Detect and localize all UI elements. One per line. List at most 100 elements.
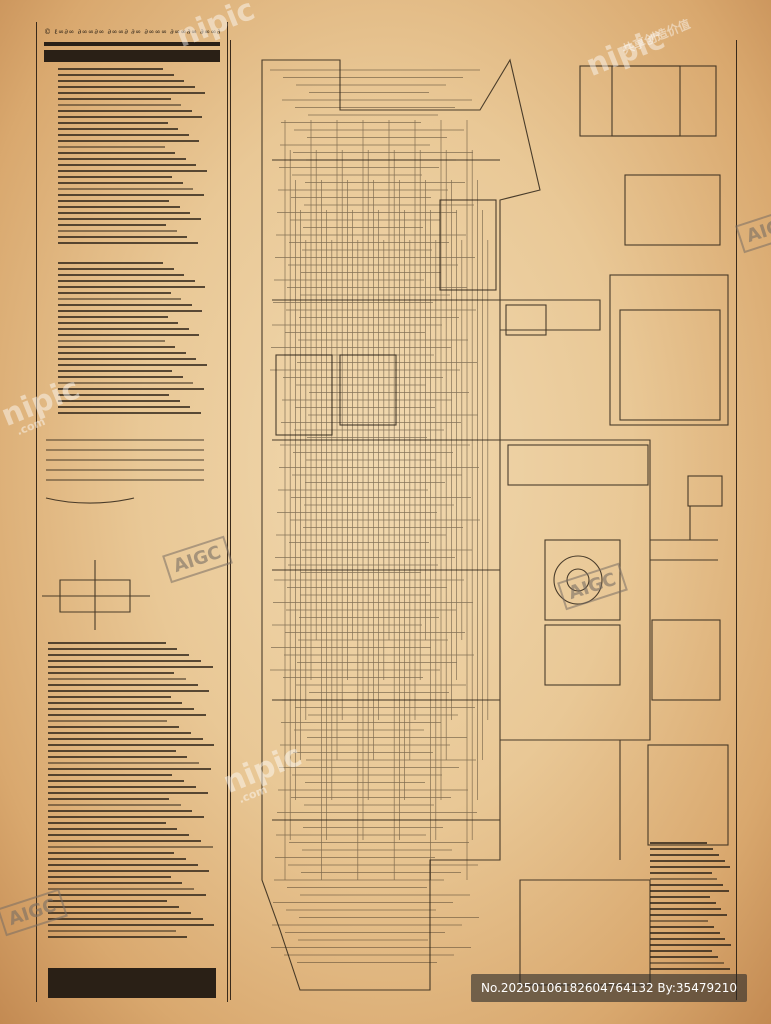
text-line (58, 274, 184, 276)
text-line (48, 810, 193, 812)
left-column-border (36, 22, 228, 1002)
text-line (650, 908, 722, 910)
text-line (48, 858, 186, 860)
text-line (58, 110, 192, 112)
text-line (58, 86, 195, 88)
text-line (48, 780, 185, 782)
text-line (650, 902, 716, 904)
text-line (650, 962, 724, 964)
text-line (48, 936, 188, 938)
text-line (58, 382, 193, 384)
text-line (58, 412, 201, 414)
text-line (58, 236, 187, 238)
text-line (58, 364, 207, 366)
text-line (650, 932, 720, 934)
text-line (48, 774, 173, 776)
text-line (58, 212, 190, 214)
text-line (48, 696, 171, 698)
text-line (48, 708, 195, 710)
text-line (48, 738, 203, 740)
text-line (58, 370, 172, 372)
text-line (650, 926, 714, 928)
text-line (48, 798, 169, 800)
text-line (58, 268, 174, 270)
text-line (650, 950, 713, 952)
text-line (58, 406, 190, 408)
text-line (48, 720, 168, 722)
text-line (650, 842, 708, 844)
header-rule (44, 42, 220, 46)
right-border (736, 40, 737, 1000)
text-line (48, 906, 180, 908)
text-line (58, 104, 181, 106)
text-line (58, 98, 171, 100)
text-line (650, 956, 719, 958)
text-line (48, 690, 210, 692)
text-line (58, 218, 201, 220)
text-line (58, 206, 180, 208)
text-line (48, 648, 178, 650)
text-line (650, 878, 718, 880)
text-line (48, 666, 213, 668)
text-line (48, 750, 176, 752)
text-line (58, 286, 205, 288)
text-line (48, 840, 201, 842)
text-line (650, 884, 723, 886)
text-line (58, 122, 168, 124)
header-text: © ℓ∞∂∞ ∂∞∞∂∞ ∂∞∞∂ ∂∞ ∂∞∞∞ ∂∞∞∂∞ ∂∞∞∂ (44, 28, 222, 36)
text-line (650, 890, 729, 892)
text-line (48, 864, 198, 866)
text-line (48, 888, 195, 890)
text-block-right-bottom (650, 842, 732, 974)
text-line (58, 134, 189, 136)
text-line (650, 944, 732, 946)
text-line (48, 930, 176, 932)
text-line (48, 792, 208, 794)
header-bar (44, 50, 220, 62)
text-line (48, 828, 178, 830)
text-line (58, 280, 195, 282)
text-line (48, 744, 215, 746)
text-line (650, 896, 710, 898)
text-line (58, 334, 199, 336)
text-line (58, 116, 202, 118)
text-line (650, 866, 731, 868)
text-block-top (58, 68, 208, 248)
text-line (48, 912, 191, 914)
text-line (48, 924, 215, 926)
text-line (48, 834, 190, 836)
text-line (58, 92, 205, 94)
text-line (58, 310, 202, 312)
text-line (58, 242, 198, 244)
text-line (48, 762, 200, 764)
text-line (650, 968, 730, 970)
text-line (58, 328, 189, 330)
bottom-band (48, 968, 216, 998)
text-line (58, 230, 177, 232)
text-line (48, 870, 210, 872)
text-line (58, 352, 186, 354)
text-block-mid (58, 262, 208, 418)
text-line (48, 702, 183, 704)
text-line (58, 316, 168, 318)
center-divider (230, 40, 231, 1000)
text-line (58, 298, 181, 300)
text-line (58, 80, 184, 82)
text-line (48, 678, 186, 680)
text-line (58, 200, 169, 202)
text-line (48, 804, 181, 806)
text-line (48, 726, 180, 728)
text-line (48, 642, 166, 644)
text-line (48, 894, 206, 896)
text-line (58, 292, 171, 294)
text-line (58, 164, 196, 166)
text-line (48, 816, 205, 818)
text-line (58, 182, 183, 184)
text-line (48, 660, 201, 662)
text-line (58, 394, 169, 396)
text-line (48, 732, 191, 734)
text-line (48, 900, 168, 902)
text-line (58, 262, 163, 264)
text-line (650, 848, 714, 850)
